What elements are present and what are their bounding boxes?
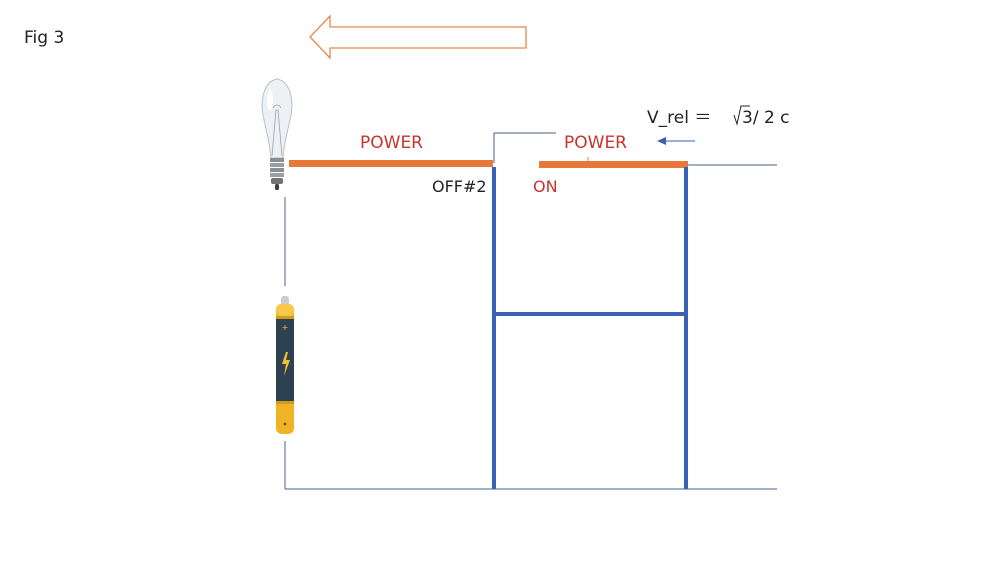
light-bulb-icon [261,78,293,190]
power-bar-right [539,161,688,168]
velocity-value: 3/ 2 c [742,108,790,128]
sqrt-icon [733,105,750,126]
velocity-prefix: V_rel ＝ [647,108,711,128]
battery-icon: + [276,296,294,434]
left-arrow-icon [309,14,527,60]
blue-frame [492,167,688,489]
power-label-right: POWER [564,133,627,153]
power-bar-left [289,160,493,167]
figure-title: Fig 3 [24,28,64,48]
power-bars [289,157,688,168]
thin-wires [284,132,777,490]
svg-text:+: + [282,323,289,332]
power-label-left: POWER [360,133,423,153]
on-label: ON [533,177,558,196]
velocity-arrow-icon [657,137,695,145]
off-label: OFF#2 [432,177,487,196]
